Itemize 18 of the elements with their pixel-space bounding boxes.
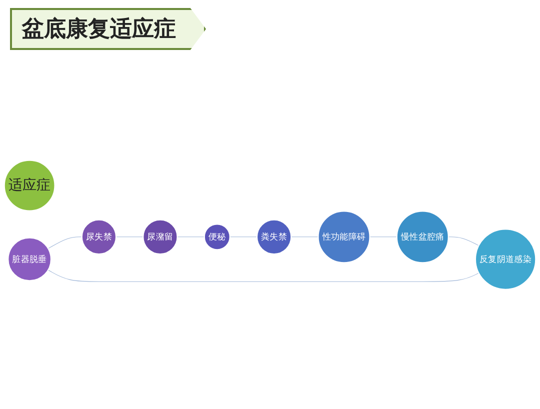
title-banner: 盆底康复适应症 (10, 8, 206, 50)
node-circle: 慢性盆腔痛 (396, 210, 449, 264)
connector (369, 236, 398, 238)
node-circle: 性功能障碍 (318, 210, 370, 264)
node-circle: 粪失禁 (256, 219, 292, 255)
node-circle: 适应症 (4, 160, 56, 212)
connector (230, 236, 258, 238)
connector (290, 236, 319, 238)
node-circle: 脏器脱垂 (8, 237, 52, 282)
node-circle: 反复阴道感染 (474, 228, 536, 290)
connector (177, 236, 205, 238)
connector (48, 270, 480, 282)
node-circle: 便秘 (204, 224, 230, 250)
connector (48, 236, 82, 249)
connector (116, 236, 144, 238)
connector (448, 236, 480, 246)
node-circle: 尿潴留 (142, 219, 178, 255)
node-circle: 尿失禁 (81, 219, 117, 255)
